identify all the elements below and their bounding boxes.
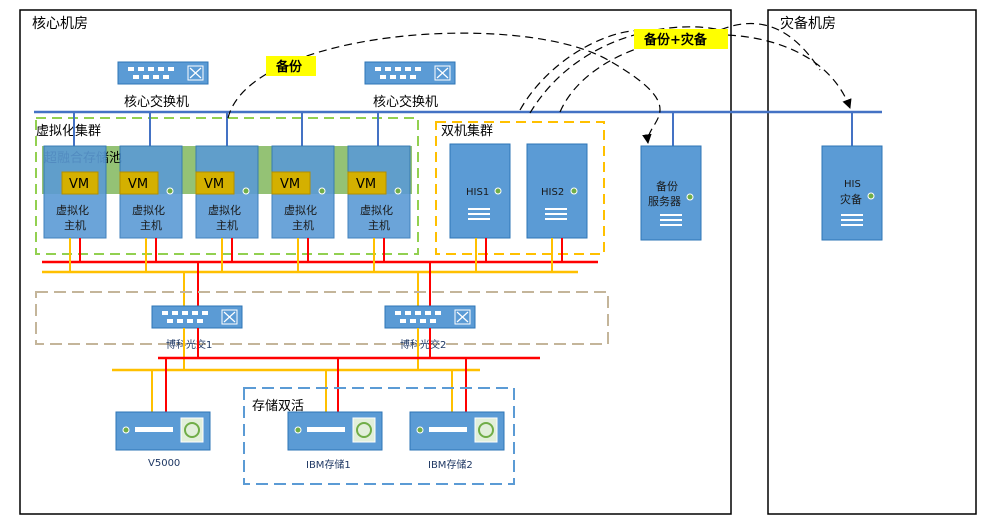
storage-ibm1: IBM存储1 bbox=[287, 411, 383, 471]
vm-badge bbox=[61, 171, 99, 195]
backup-server-line2: 服务器 bbox=[648, 195, 681, 208]
backup-dr-arrow-3 bbox=[529, 22, 821, 114]
backup-callout-text: 备份 bbox=[275, 59, 303, 75]
fc-cabling bbox=[42, 238, 598, 306]
core-switch-2-label: 核心交换机 bbox=[373, 94, 438, 110]
vm-badge bbox=[271, 171, 311, 195]
backup-callout: 备份 bbox=[266, 56, 316, 76]
backup-dr-callout-text: 备份+灾备 bbox=[643, 32, 708, 48]
vm-badge bbox=[119, 171, 159, 195]
virt-host-label-line1: 虚拟化 bbox=[132, 203, 165, 217]
vm-label: VM bbox=[356, 177, 376, 192]
vm-label: VM bbox=[128, 177, 148, 192]
vm-badge bbox=[347, 171, 387, 195]
backup-server: 备份 服务器 bbox=[640, 112, 702, 241]
storage-cabling bbox=[112, 328, 540, 412]
backup-dr-callout: 备份+灾备 bbox=[634, 29, 728, 49]
vm-label: VM bbox=[280, 177, 300, 192]
dr-server-line2: 灾备 bbox=[840, 192, 862, 206]
his2-label: HIS2 bbox=[541, 187, 564, 198]
virt-host-2: VM 虚拟化 主机 bbox=[119, 112, 183, 239]
virt-host-4: VM 虚拟化 主机 bbox=[271, 112, 335, 239]
storage-v5000: V5000 bbox=[115, 411, 211, 469]
virt-host-label-line2: 主机 bbox=[140, 218, 162, 232]
fc-switch-1: 博科光交1 bbox=[151, 305, 243, 351]
virt-host-label-line2: 主机 bbox=[216, 218, 238, 232]
core-switch-1: 核心交换机 bbox=[117, 61, 209, 110]
his2-server: HIS2 bbox=[526, 143, 588, 239]
core-room-label: 核心机房 bbox=[32, 16, 88, 32]
dr-server: HIS 灾备 bbox=[821, 112, 883, 241]
vm-label: VM bbox=[204, 177, 224, 192]
his1-label: HIS1 bbox=[466, 187, 489, 198]
virt-host-label-line2: 主机 bbox=[64, 218, 86, 232]
virt-host-label-line1: 虚拟化 bbox=[284, 203, 317, 217]
storage-v5000-label: V5000 bbox=[148, 458, 180, 469]
virt-host-label-line1: 虚拟化 bbox=[360, 203, 393, 217]
core-room-frame bbox=[19, 9, 732, 515]
dual-cluster-label: 双机集群 bbox=[441, 123, 493, 139]
virt-host-label-line2: 主机 bbox=[368, 218, 390, 232]
storage-ibm1-label: IBM存储1 bbox=[306, 458, 351, 471]
fc-switch-zone bbox=[35, 291, 609, 345]
virt-host-label-line2: 主机 bbox=[292, 218, 314, 232]
storage-ibm2-label: IBM存储2 bbox=[428, 458, 473, 471]
storage-ibm2: IBM存储2 bbox=[409, 411, 505, 471]
virt-host-3: VM 虚拟化 主机 bbox=[195, 112, 259, 239]
virt-host-1: VM 虚拟化 主机 bbox=[43, 112, 107, 239]
vm-label: VM bbox=[69, 177, 89, 192]
dual-cluster-frame bbox=[435, 121, 605, 255]
storage-active-zone bbox=[243, 387, 515, 485]
backup-server-line1: 备份 bbox=[656, 179, 678, 193]
fc-switch-1-label: 博科光交1 bbox=[166, 338, 212, 351]
fc-switch-2-label: 博科光交2 bbox=[400, 338, 446, 351]
virtualization-cluster-label: 虚拟化集群 bbox=[36, 123, 101, 139]
fc-switch-2: 博科光交2 bbox=[384, 305, 476, 351]
virt-host-label-line1: 虚拟化 bbox=[208, 203, 241, 217]
core-switch-1-label: 核心交换机 bbox=[124, 94, 189, 110]
virt-host-5: VM 虚拟化 主机 bbox=[347, 112, 411, 239]
his1-server: HIS1 bbox=[449, 143, 511, 239]
virt-host-label-line1: 虚拟化 bbox=[56, 203, 89, 217]
vm-badge bbox=[195, 171, 235, 195]
dr-server-line1: HIS bbox=[844, 179, 861, 190]
core-switch-2: 核心交换机 bbox=[364, 61, 456, 110]
dr-room-frame bbox=[767, 9, 977, 515]
virtualization-cluster-frame bbox=[35, 117, 419, 255]
storage-active-label: 存储双活 bbox=[252, 399, 304, 414]
dr-room-label: 灾备机房 bbox=[780, 15, 836, 32]
